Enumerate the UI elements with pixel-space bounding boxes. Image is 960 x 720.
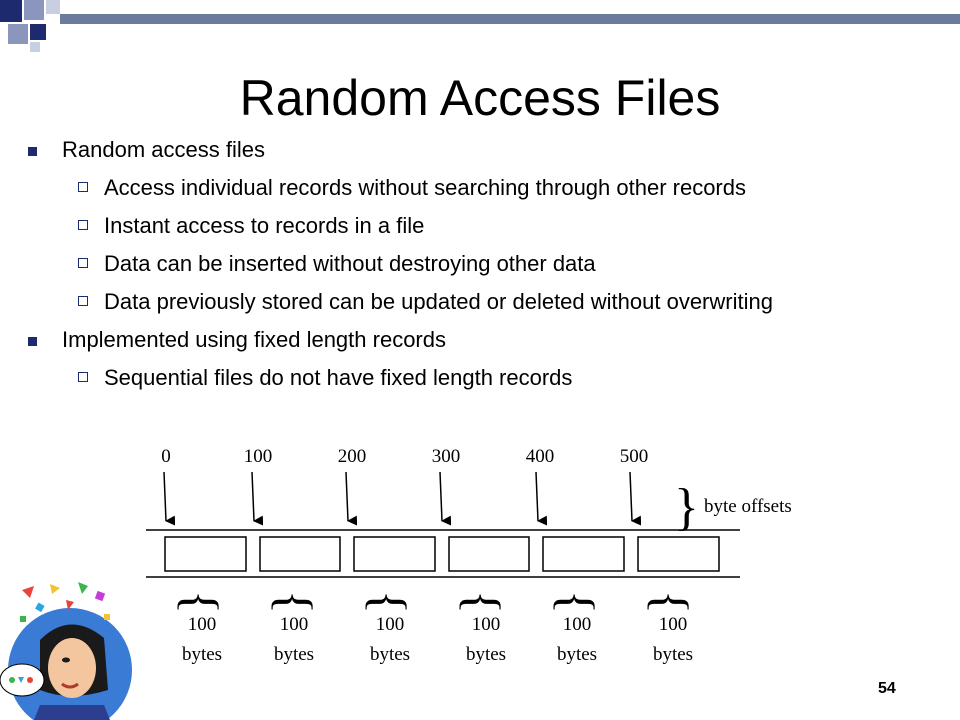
offset-arrow bbox=[629, 471, 642, 526]
corner-square bbox=[30, 42, 40, 52]
record-size-number: 100 bbox=[188, 614, 217, 635]
byte-offsets-label: byte offsets bbox=[704, 496, 792, 517]
offset-arrow bbox=[163, 471, 176, 526]
offset-label: 200 bbox=[338, 446, 367, 467]
corner-decoration bbox=[0, 0, 960, 60]
sub-bullet: Instant access to records in a file bbox=[77, 213, 425, 238]
bullet-fixed-length: Implemented using fixed length records bbox=[28, 327, 446, 352]
bullet-random-access: Random access files bbox=[28, 137, 265, 162]
corner-square bbox=[8, 24, 28, 44]
slide-title: Random Access Files bbox=[239, 70, 721, 126]
record-size-unit: bytes bbox=[466, 644, 506, 665]
record-size-number: 100 bbox=[659, 614, 688, 635]
record-size-number: 100 bbox=[280, 614, 309, 635]
offset-arrow bbox=[535, 471, 548, 526]
record-box bbox=[259, 536, 341, 572]
record-size-number: 100 bbox=[563, 614, 592, 635]
offsets-brace: } bbox=[674, 479, 699, 536]
record-brace: { bbox=[267, 590, 323, 614]
corner-square bbox=[24, 0, 44, 20]
corner-square bbox=[46, 0, 60, 14]
sub-bullet: Data previously stored can be updated or… bbox=[78, 289, 773, 314]
record-box bbox=[353, 536, 436, 572]
record-size-unit: bytes bbox=[557, 644, 597, 665]
sub-bullet: Data can be inserted without destroying … bbox=[78, 251, 596, 276]
offset-label: 400 bbox=[526, 446, 555, 467]
corner-square bbox=[30, 24, 46, 40]
page-number: 54 bbox=[878, 680, 896, 697]
record-size-number: 100 bbox=[472, 614, 501, 635]
offset-label: 0 bbox=[161, 446, 171, 467]
record-brace: { bbox=[549, 590, 605, 614]
corner-square bbox=[0, 0, 22, 22]
offset-label: 500 bbox=[620, 446, 649, 467]
record-size-unit: bytes bbox=[653, 644, 693, 665]
record-size-number: 100 bbox=[376, 614, 405, 635]
offset-label: 300 bbox=[432, 446, 461, 467]
record-brace: { bbox=[455, 590, 511, 614]
record-box bbox=[164, 536, 247, 572]
thinking-person-clipart bbox=[0, 582, 132, 720]
offset-arrow bbox=[345, 471, 358, 526]
record-brace: { bbox=[173, 590, 229, 614]
record-box bbox=[542, 536, 625, 572]
record-brace: { bbox=[361, 590, 417, 614]
record-box bbox=[637, 536, 720, 572]
offset-label: 100 bbox=[244, 446, 273, 467]
record-box bbox=[448, 536, 530, 572]
record-size-unit: bytes bbox=[370, 644, 410, 665]
offset-arrow bbox=[251, 471, 264, 526]
record-size-unit: bytes bbox=[182, 644, 222, 665]
offset-arrow bbox=[439, 471, 452, 526]
sub-bullet: Sequential files do not have fixed lengt… bbox=[77, 365, 573, 390]
record-size-unit: bytes bbox=[274, 644, 314, 665]
title-bar-line bbox=[60, 14, 960, 24]
sub-bullet: Access individual records without search… bbox=[78, 175, 746, 200]
record-brace: { bbox=[643, 590, 699, 614]
